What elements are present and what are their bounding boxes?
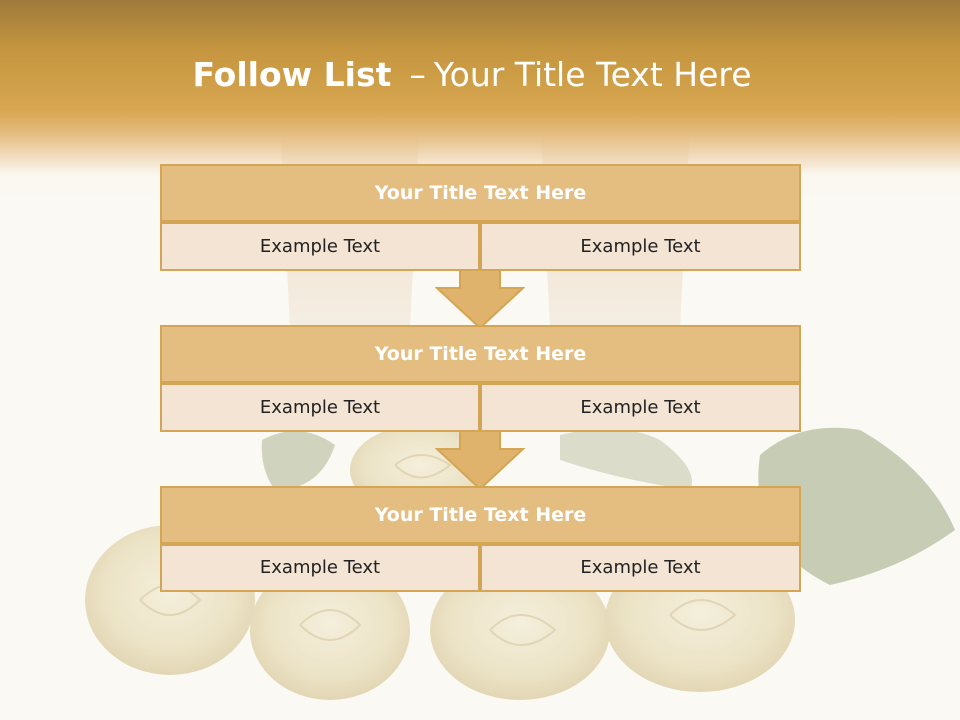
- list-block-1: Your Title Text Here Example Text Exampl…: [160, 164, 801, 271]
- slide-title-rest: Your Title Text Here: [433, 55, 752, 94]
- slide-title-bold: Follow List: [192, 55, 392, 94]
- block-cell-left: Example Text: [160, 222, 480, 271]
- block-cell-right: Example Text: [480, 383, 801, 432]
- block-title: Your Title Text Here: [160, 164, 801, 222]
- down-arrow-icon: [435, 270, 525, 330]
- block-title: Your Title Text Here: [160, 486, 801, 544]
- down-arrow-icon: [435, 431, 525, 491]
- list-block-2: Your Title Text Here Example Text Exampl…: [160, 325, 801, 432]
- block-cell-left: Example Text: [160, 383, 480, 432]
- block-cell-left: Example Text: [160, 544, 480, 592]
- block-cell-right: Example Text: [480, 222, 801, 271]
- slide-title-dash: –: [409, 55, 426, 94]
- block-cell-right: Example Text: [480, 544, 801, 592]
- list-block-3: Your Title Text Here Example Text Exampl…: [160, 486, 801, 592]
- slide-title: Follow List–Your Title Text Here: [0, 52, 944, 98]
- block-title: Your Title Text Here: [160, 325, 801, 383]
